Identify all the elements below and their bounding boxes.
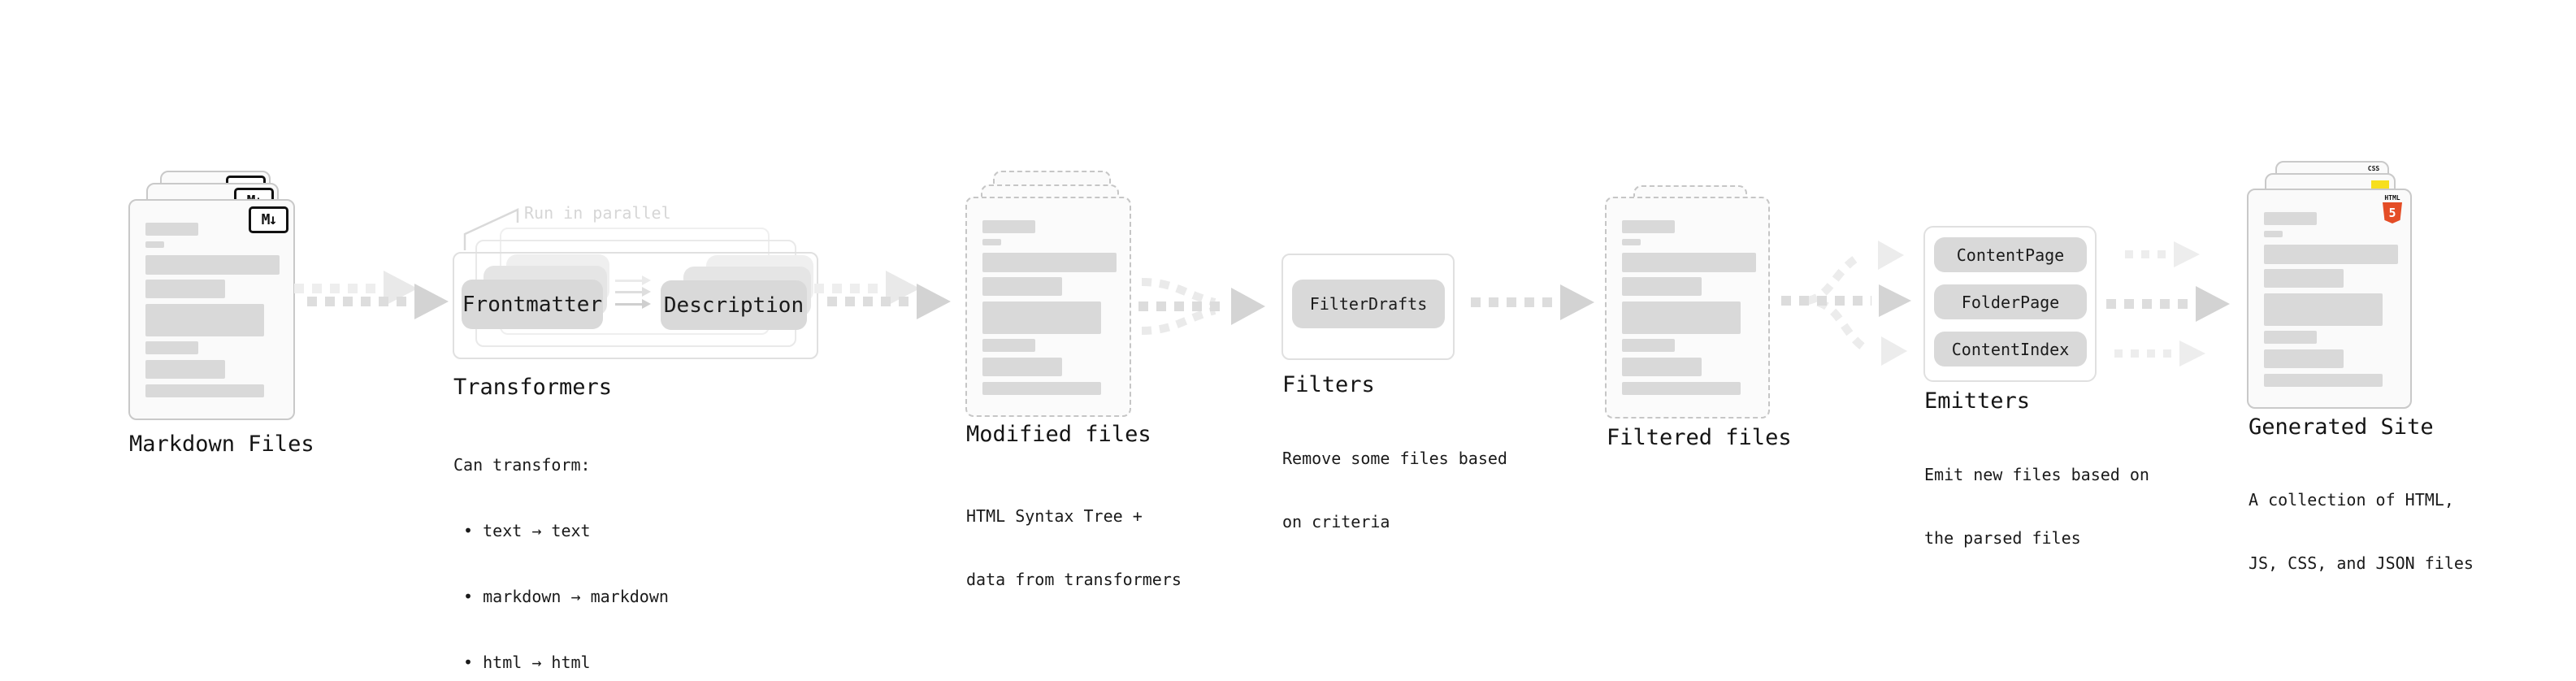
contentindex-pill-label: ContentIndex [1951, 339, 2070, 359]
modified-files-description: HTML Syntax Tree + data from transformer… [966, 506, 1182, 589]
contentindex-pill: ContentIndex [1934, 332, 2087, 367]
emitters-label: Emitters [1924, 388, 2031, 414]
flow-arrow-transformers-to-modified [827, 284, 951, 319]
transformers-box [453, 252, 818, 359]
filters-description: Remove some files based on criteria [1282, 449, 1507, 531]
markdown-file-card: M↓ [128, 199, 295, 420]
flow-arrow-fanout-to-emitters [1781, 241, 1911, 366]
contentpage-pill: ContentPage [1934, 237, 2087, 272]
modified-file-card [965, 197, 1131, 417]
flow-arrow-filters-to-filtered [1471, 284, 1594, 320]
filtered-files-label: Filtered files [1607, 425, 1792, 450]
markdown-icon: M↓ [249, 206, 288, 233]
transform-arrow-icon [615, 275, 651, 285]
flow-arrow-emitter-middle [2106, 286, 2230, 322]
emitters-description: Emit new files based on the parsed files [1924, 465, 2149, 548]
html5-icon: HTML 5 [2382, 194, 2403, 223]
modified-files-label: Modified files [966, 422, 1151, 447]
folderpage-pill: FolderPage [1934, 284, 2087, 319]
javascript-icon [2371, 180, 2389, 189]
transformers-label: Transformers [453, 375, 613, 400]
note-leader-line [463, 208, 519, 250]
filterdrafts-pill-label: FilterDrafts [1309, 294, 1428, 314]
transform-arrow-icon [615, 287, 651, 297]
markdown-files-label: Markdown Files [129, 432, 314, 457]
flow-arrow-markdown-to-transformers [307, 284, 449, 319]
description-pill: Description [661, 280, 807, 330]
generated-site-description: A collection of HTML, JS, CSS, and JSON … [2249, 490, 2474, 573]
flow-arrow-emitter-top [2125, 241, 2200, 267]
description-pill-label: Description [663, 293, 804, 318]
flow-arrow-emitter-bottom [2114, 340, 2205, 367]
transform-arrow-icon [615, 299, 651, 309]
emitters-box [1923, 226, 2097, 382]
filterdrafts-pill: FilterDrafts [1292, 280, 1445, 328]
flow-arrow-merge-to-filters [1138, 278, 1265, 335]
transformers-description: Can transform: • text → text • markdown … [453, 455, 669, 672]
contentpage-pill-label: ContentPage [1956, 245, 2065, 265]
generated-site-label: Generated Site [2249, 414, 2434, 440]
filters-box [1281, 254, 1455, 360]
filters-label: Filters [1282, 372, 1375, 397]
filtered-file-card [1605, 197, 1770, 419]
frontmatter-pill-label: Frontmatter [462, 292, 603, 317]
folderpage-pill-label: FolderPage [1961, 292, 2060, 312]
frontmatter-pill: Frontmatter [462, 280, 603, 329]
generated-file-card: HTML 5 [2247, 189, 2412, 409]
run-in-parallel-note: Run in parallel [524, 203, 671, 223]
